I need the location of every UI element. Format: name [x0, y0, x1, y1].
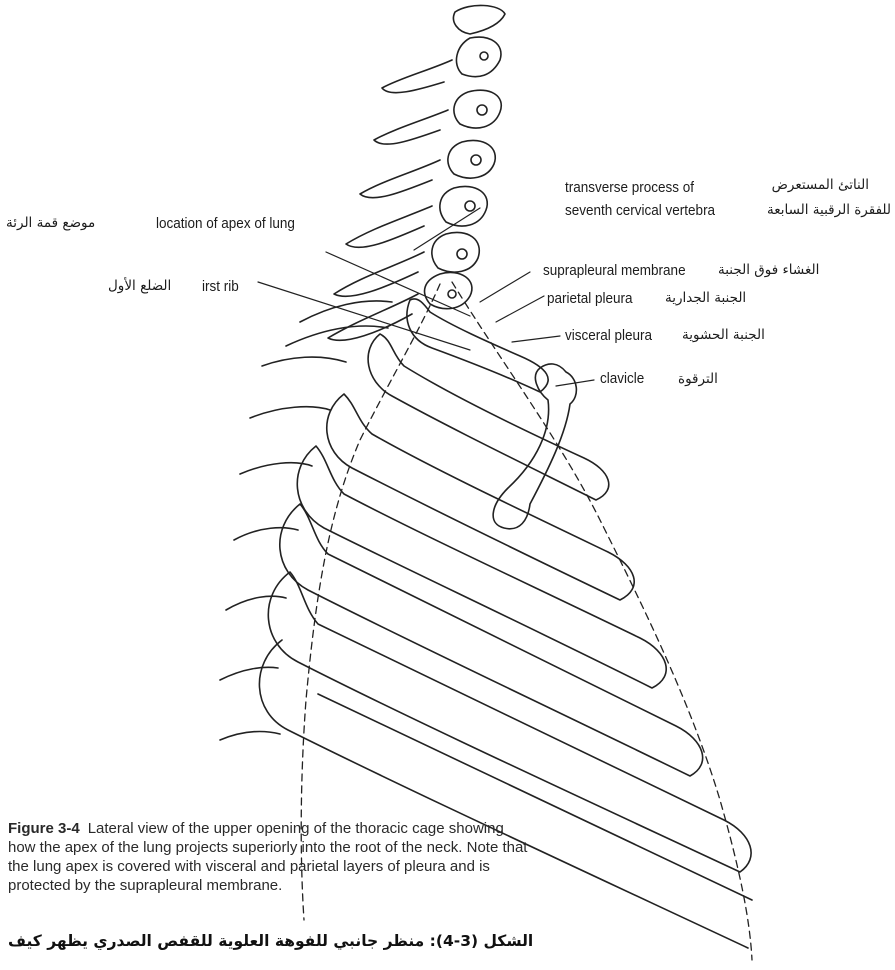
cervical-vertebrae [286, 5, 505, 346]
label-transverse-process-en-2: seventh cervical vertebra [565, 202, 732, 219]
label-first-rib-en: irst rib [202, 278, 243, 295]
label-parietal-ar: الجنبة الجدارية [665, 290, 746, 306]
label-parietal-en: parietal pleura [547, 290, 642, 307]
label-suprapleural-ar: الغشاء فوق الجنبة [718, 262, 819, 278]
figure-number: Figure 3-4 [8, 820, 80, 837]
label-transverse-process-ar-2: للفقرة الرقبية السابعة [767, 202, 891, 218]
label-apex-en: location of apex of lung [156, 215, 310, 232]
label-clavicle-ar: الترقوة [678, 371, 718, 387]
label-transverse-process-ar-1: الناتئ المستعرض [772, 177, 869, 193]
label-clavicle-en: clavicle [600, 370, 649, 387]
arabic-caption: الشكل (3-4): منظر جانبي للفوهة العلوية ل… [8, 932, 728, 950]
label-suprapleural-en: suprapleural membrane [543, 262, 701, 279]
label-transverse-process-en-1: transverse process of [565, 179, 708, 196]
clavicle [493, 364, 576, 529]
caption-text: Lateral view of the upper opening of the… [8, 820, 527, 894]
first-rib [407, 299, 548, 392]
label-first-rib-ar: الضلع الأول [108, 278, 171, 294]
label-visceral-en: visceral pleura [565, 327, 662, 344]
leader-lines [258, 208, 594, 386]
label-visceral-ar: الجنبة الحشوية [682, 327, 765, 343]
label-apex-ar: موضع قمة الرئة [6, 215, 95, 231]
